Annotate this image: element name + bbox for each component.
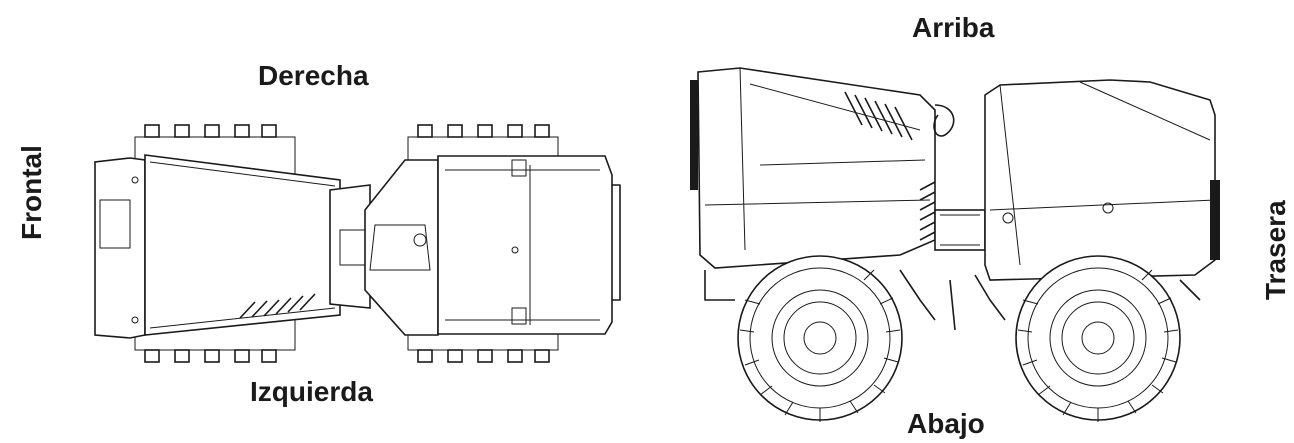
- drum-pads-bottom: [144, 349, 550, 363]
- label-left: Izquierda: [250, 376, 373, 407]
- top-view-drawing: [94, 124, 621, 363]
- rear-wheel: [1015, 255, 1181, 422]
- label-top: Arriba: [912, 12, 995, 43]
- drum-pads-top: [144, 124, 550, 138]
- label-right: Derecha: [258, 60, 369, 91]
- front-grille: [239, 293, 316, 319]
- side-view-drawing: [690, 67, 1220, 422]
- cab-vent: [844, 91, 913, 141]
- label-bottom: Abajo: [907, 408, 985, 439]
- front-wheel: [737, 255, 903, 422]
